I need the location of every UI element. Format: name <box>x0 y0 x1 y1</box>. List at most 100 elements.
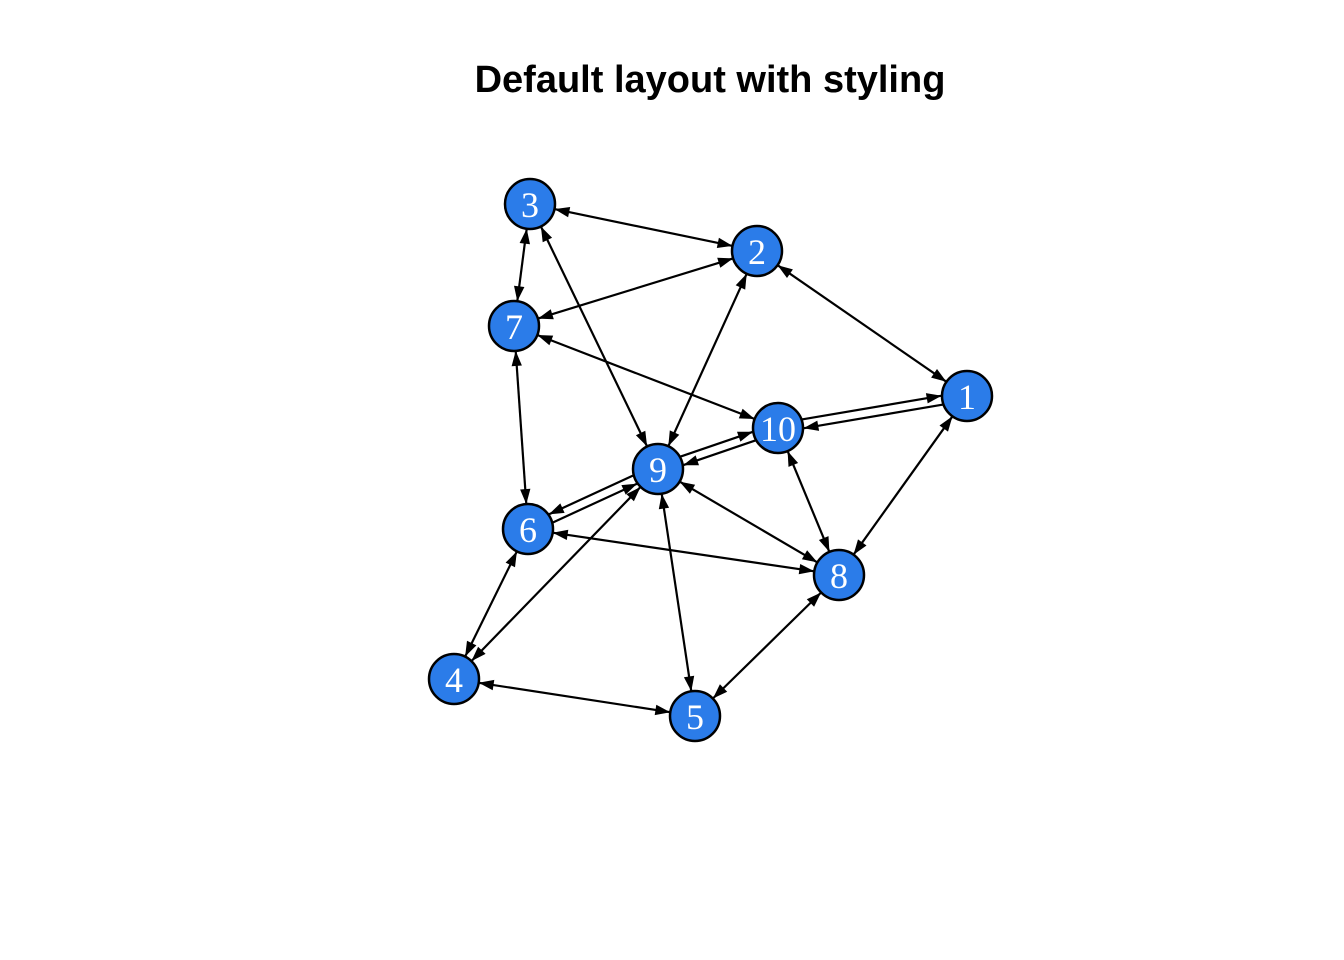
edge-10-1 <box>801 393 942 421</box>
edge-4-5 <box>478 679 671 716</box>
arrowhead <box>777 265 793 278</box>
arrowhead <box>537 309 554 320</box>
arrowhead <box>737 431 753 442</box>
node-label-6: 6 <box>519 510 537 550</box>
node-label-9: 9 <box>649 450 667 490</box>
arrowhead <box>554 207 571 218</box>
arrowhead <box>803 420 820 431</box>
edge-5-8 <box>712 591 822 700</box>
edge-2-3 <box>554 207 733 248</box>
edge-4-9 <box>470 486 642 662</box>
node-1: 1 <box>940 369 994 423</box>
arrowhead <box>925 393 942 404</box>
node-circle <box>427 652 481 706</box>
edge-9-6 <box>548 474 634 516</box>
node-2: 2 <box>730 224 784 278</box>
node-4: 4 <box>427 652 481 706</box>
arrowhead <box>658 493 670 510</box>
node-label-1: 1 <box>958 377 976 417</box>
edge-line <box>478 681 671 714</box>
arrowhead <box>806 592 822 607</box>
arrowhead <box>668 430 680 447</box>
edge-line <box>852 415 954 556</box>
node-circle <box>501 502 555 556</box>
edge-8-10 <box>786 450 831 553</box>
node-6: 6 <box>501 502 555 556</box>
node-circle <box>940 369 994 423</box>
edge-line <box>514 350 528 505</box>
node-label-4: 4 <box>445 660 463 700</box>
arrowhead <box>787 451 799 467</box>
arrowhead <box>683 455 699 466</box>
arrowhead <box>635 430 648 447</box>
arrowhead <box>520 488 531 505</box>
edge-line <box>679 480 818 564</box>
arrowhead <box>548 503 565 515</box>
arrowhead <box>679 481 696 494</box>
arrowhead <box>931 369 947 382</box>
arrowhead <box>537 335 554 346</box>
edge-2-7 <box>537 257 734 320</box>
arrowhead <box>540 226 553 243</box>
edge-line <box>537 257 734 320</box>
node-label-7: 7 <box>505 307 523 347</box>
arrowhead <box>478 679 495 691</box>
edge-9-10 <box>679 430 754 458</box>
edge-line <box>801 394 942 421</box>
arrowhead <box>514 285 525 302</box>
edge-7-10 <box>536 333 756 421</box>
node-circle <box>751 401 805 455</box>
node-3: 3 <box>503 177 557 231</box>
arrowhead <box>801 550 818 563</box>
edge-line <box>536 333 756 421</box>
arrowhead <box>853 539 867 555</box>
arrowhead <box>465 640 477 657</box>
edges-layer <box>464 207 954 716</box>
node-label-3: 3 <box>521 185 539 225</box>
edge-line <box>552 482 638 524</box>
edge-line <box>776 264 948 383</box>
edge-1-10 <box>803 403 944 431</box>
node-9: 9 <box>631 442 685 496</box>
edge-line <box>464 550 518 658</box>
edge-8-9 <box>679 480 818 564</box>
edge-1-8 <box>852 415 954 556</box>
node-label-10: 10 <box>760 409 796 449</box>
node-label-8: 8 <box>830 556 848 596</box>
node-circle <box>503 177 557 231</box>
arrowhead <box>505 551 517 568</box>
arrowhead <box>511 350 522 367</box>
edge-line <box>554 208 733 247</box>
chart-title: Default layout with styling <box>475 59 946 101</box>
arrowhead <box>552 529 569 540</box>
node-8: 8 <box>812 548 866 602</box>
arrowhead <box>939 416 953 432</box>
arrowhead <box>471 646 486 662</box>
arrowhead <box>683 675 695 692</box>
arrowhead <box>626 486 641 502</box>
edge-line <box>786 450 831 553</box>
edge-6-7 <box>511 350 531 505</box>
node-label-5: 5 <box>686 697 704 737</box>
arrowhead <box>735 273 747 290</box>
edge-line <box>548 474 634 516</box>
edge-line <box>552 531 815 573</box>
edge-line <box>667 273 748 447</box>
node-circle <box>668 689 722 743</box>
edge-1-2 <box>776 264 948 383</box>
edge-3-9 <box>539 226 649 447</box>
node-5: 5 <box>668 689 722 743</box>
edge-6-9 <box>552 482 638 524</box>
arrowhead <box>798 564 815 575</box>
node-label-2: 2 <box>748 232 766 272</box>
edge-line <box>712 591 822 700</box>
arrowhead <box>712 684 728 699</box>
nodes-layer: 1 2 3 4 5 6 7 8 9 10 <box>427 177 994 743</box>
node-circle <box>730 224 784 278</box>
edge-10-9 <box>682 439 757 467</box>
arrowhead <box>519 228 530 245</box>
arrowhead <box>654 704 671 716</box>
node-circle <box>631 442 685 496</box>
